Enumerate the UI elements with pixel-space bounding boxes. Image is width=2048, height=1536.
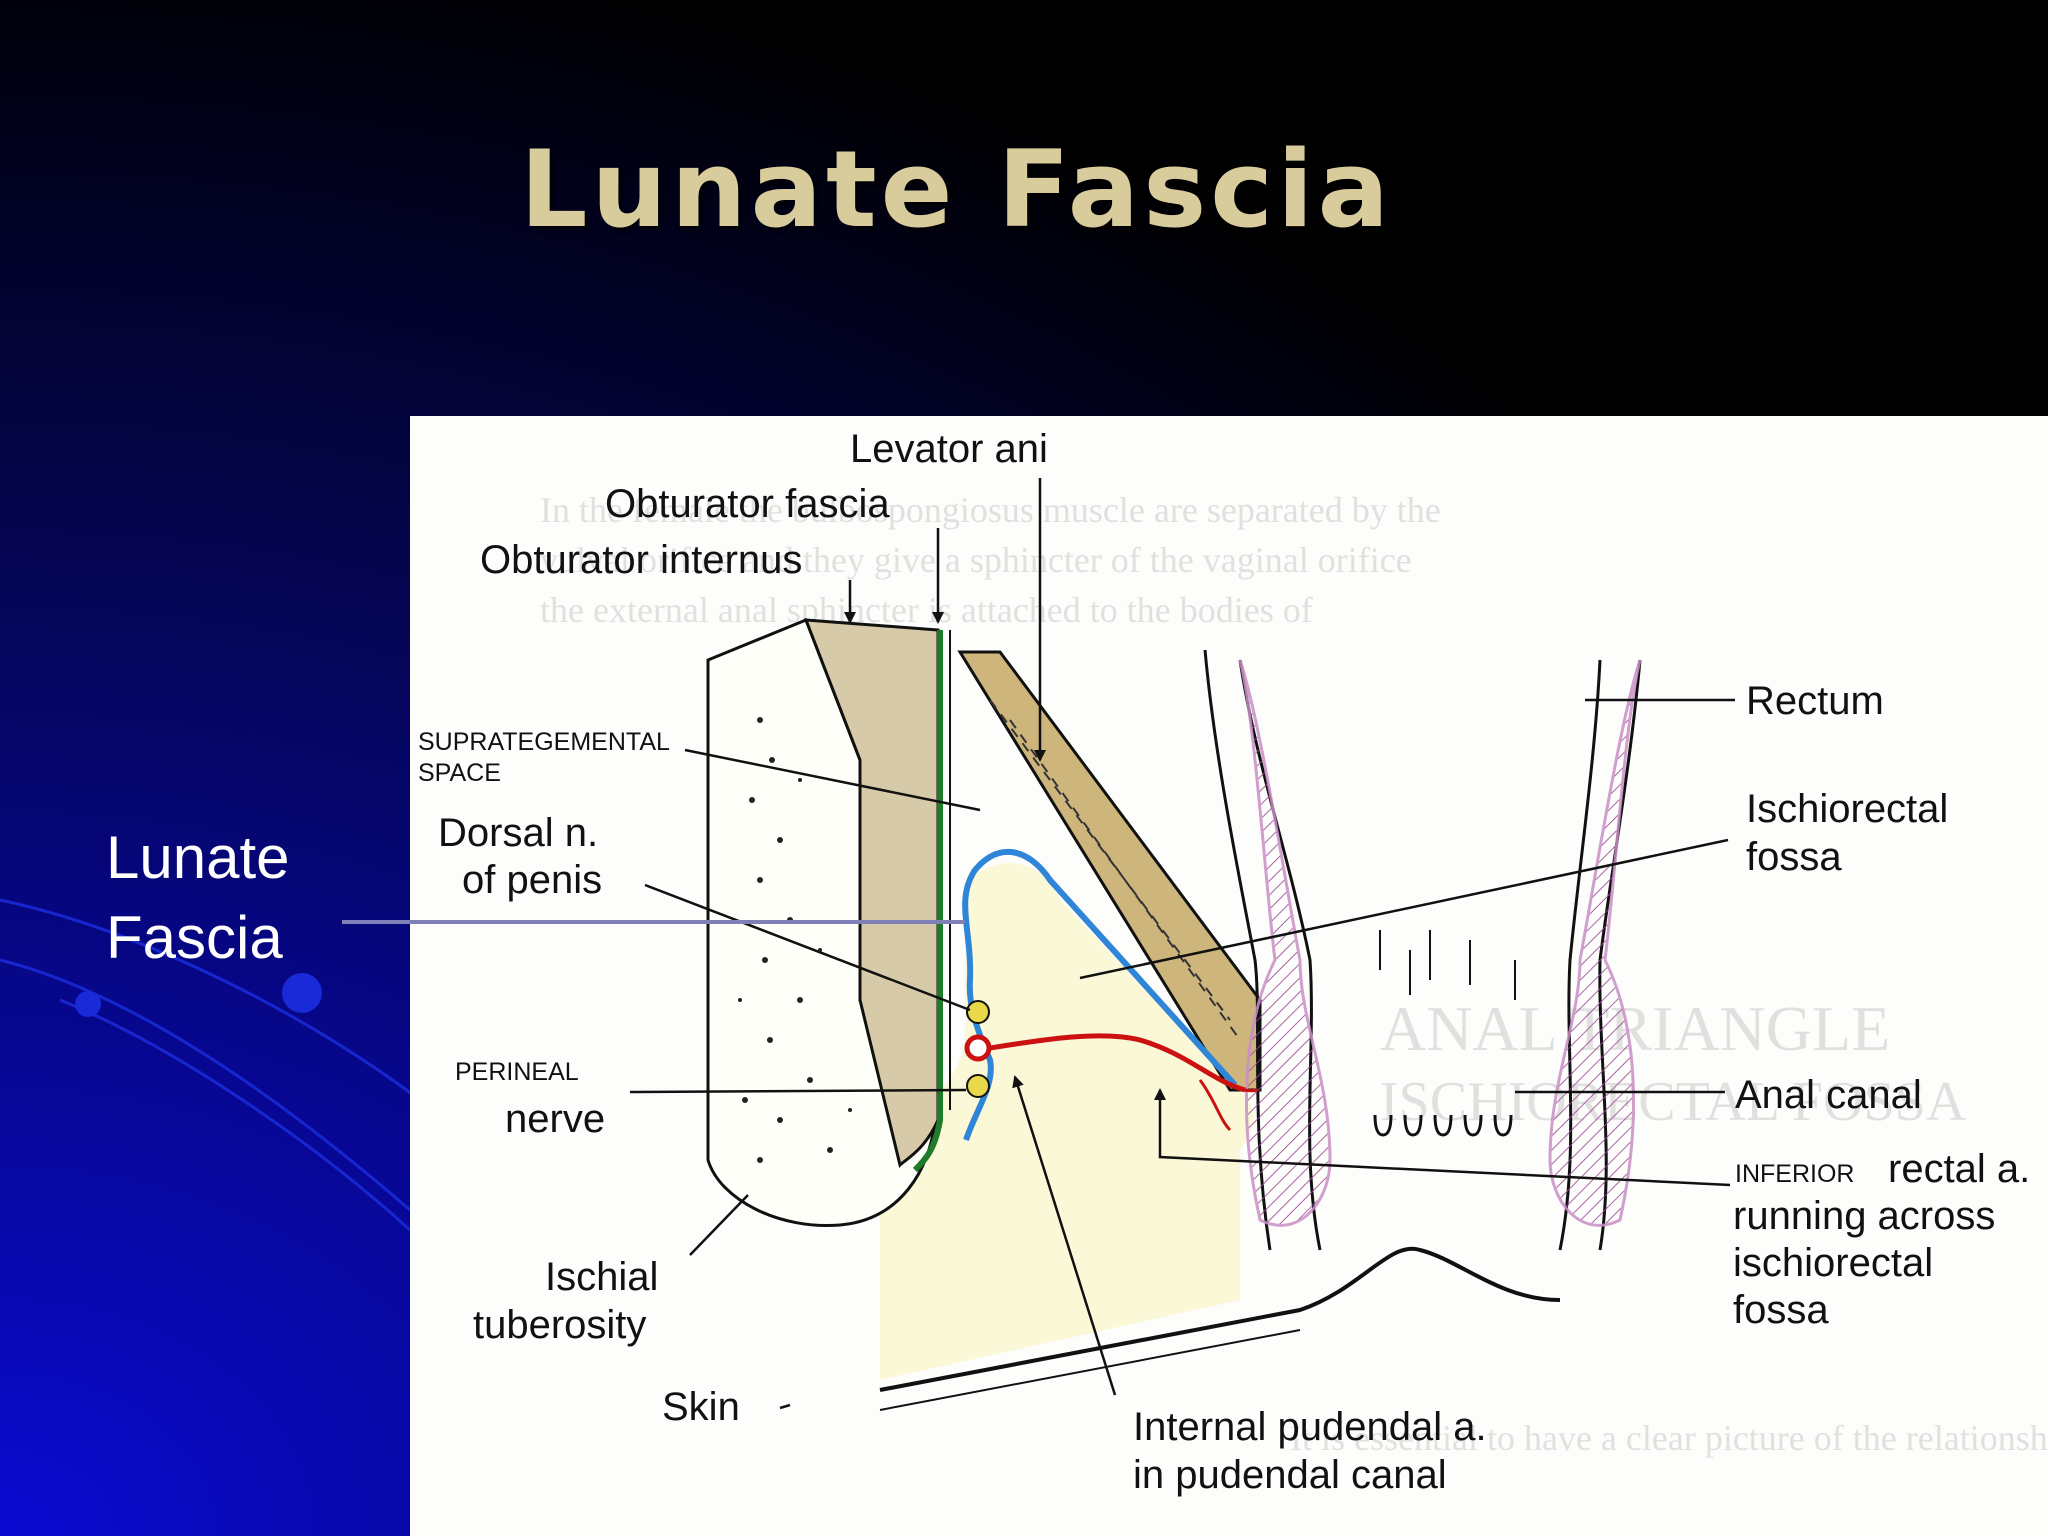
skin-outline bbox=[879, 1246, 1561, 1392]
ischial-tuberosity-leader bbox=[689, 1194, 749, 1256]
decorative-dot-2 bbox=[282, 973, 322, 1013]
label-running-across: running across bbox=[1733, 1194, 1995, 1238]
internal-pudendal-artery bbox=[964, 1034, 992, 1062]
background-heading: ANAL TRIANGLE bbox=[1380, 993, 1890, 1064]
background-book-text: In the female the bulbospongiosus muscle… bbox=[540, 490, 2048, 1458]
suprategemental-leader bbox=[684, 748, 981, 812]
side-label-line: Fascia bbox=[106, 904, 283, 971]
label-fossa: fossa bbox=[1746, 835, 1842, 879]
slide-title: Lunate Fascia bbox=[520, 128, 1393, 251]
label-levator-ani: Levator ani bbox=[850, 427, 1048, 471]
ischiorectal-fossa-region bbox=[880, 863, 1254, 1380]
anal-sphincter-right bbox=[1548, 659, 1642, 1227]
label-suprategemental: SUPRATEGEMENTAL bbox=[418, 728, 670, 756]
dorsal-nerve-of-penis bbox=[966, 1000, 990, 1024]
label-fossa-2: fossa bbox=[1733, 1288, 1829, 1332]
leader-lines bbox=[629, 478, 1735, 1410]
side-label-line: Lunate bbox=[106, 824, 290, 891]
background-text-line: It is essential to have a clear picture … bbox=[1290, 1418, 2048, 1458]
label-perineal: PERINEAL bbox=[455, 1058, 579, 1086]
label-of-penis: of penis bbox=[462, 858, 602, 902]
label-anal-canal: Anal canal bbox=[1735, 1073, 1922, 1117]
background-text-line: In the female the bulbospongiosus muscle… bbox=[540, 490, 1441, 530]
lunate-fascia bbox=[962, 849, 1238, 1141]
label-rectal-a: rectal a. bbox=[1888, 1147, 2030, 1191]
background-text-line: the external anal sphincter is attached … bbox=[540, 590, 1313, 630]
label-dorsal-nerve: Dorsal n. bbox=[438, 811, 598, 855]
label-ischiorectal: Ischiorectal bbox=[1746, 787, 1948, 831]
perineal-nerve bbox=[966, 1074, 990, 1098]
label-inferior: INFERIOR bbox=[1735, 1160, 1854, 1188]
decorative-dot-1 bbox=[75, 991, 101, 1017]
label-nerve: nerve bbox=[505, 1097, 605, 1141]
obturator-fascia bbox=[912, 630, 943, 1173]
label-internal-pudendal: Internal pudendal a. bbox=[1133, 1405, 1487, 1449]
levator-ani-fibers bbox=[989, 699, 1241, 1041]
label-ischial: Ischial bbox=[545, 1255, 658, 1299]
rectal-lumen-marks bbox=[1379, 930, 1516, 1000]
label-tuberosity: tuberosity bbox=[473, 1303, 646, 1347]
label-pudendal-canal: in pudendal canal bbox=[1133, 1453, 1447, 1497]
background-heading: ISCHIORECTAL FOSSA bbox=[1380, 1071, 1967, 1133]
label-space: SPACE bbox=[418, 759, 501, 787]
label-obturator-internus: Obturator internus bbox=[480, 538, 802, 582]
label-ischiorectal-2: ischiorectal bbox=[1733, 1241, 1933, 1285]
skin-leader bbox=[779, 1403, 791, 1410]
inferior-rectal-artery bbox=[989, 1033, 1246, 1093]
pudendal-canal-arrow bbox=[1012, 1075, 1117, 1396]
dorsal-nerve-leader bbox=[644, 883, 971, 1012]
label-rectum: Rectum bbox=[1746, 679, 1884, 723]
anal-columns bbox=[1373, 1114, 1513, 1137]
ischiorectal-leader bbox=[1079, 838, 1729, 980]
inferior-rectal-leader bbox=[1154, 1088, 1731, 1187]
background-text-line: vulval orifice and they give a sphincter… bbox=[540, 540, 1412, 580]
decorative-swoosh-lines bbox=[0, 898, 421, 1232]
label-obturator-fascia: Obturator fascia bbox=[605, 482, 890, 526]
label-skin: Skin bbox=[662, 1385, 740, 1429]
perineal-nerve-leader bbox=[629, 1088, 967, 1094]
lunate-fascia-side-label: Lunate Fascia bbox=[106, 818, 366, 978]
anal-sphincter-left bbox=[1238, 659, 1332, 1227]
